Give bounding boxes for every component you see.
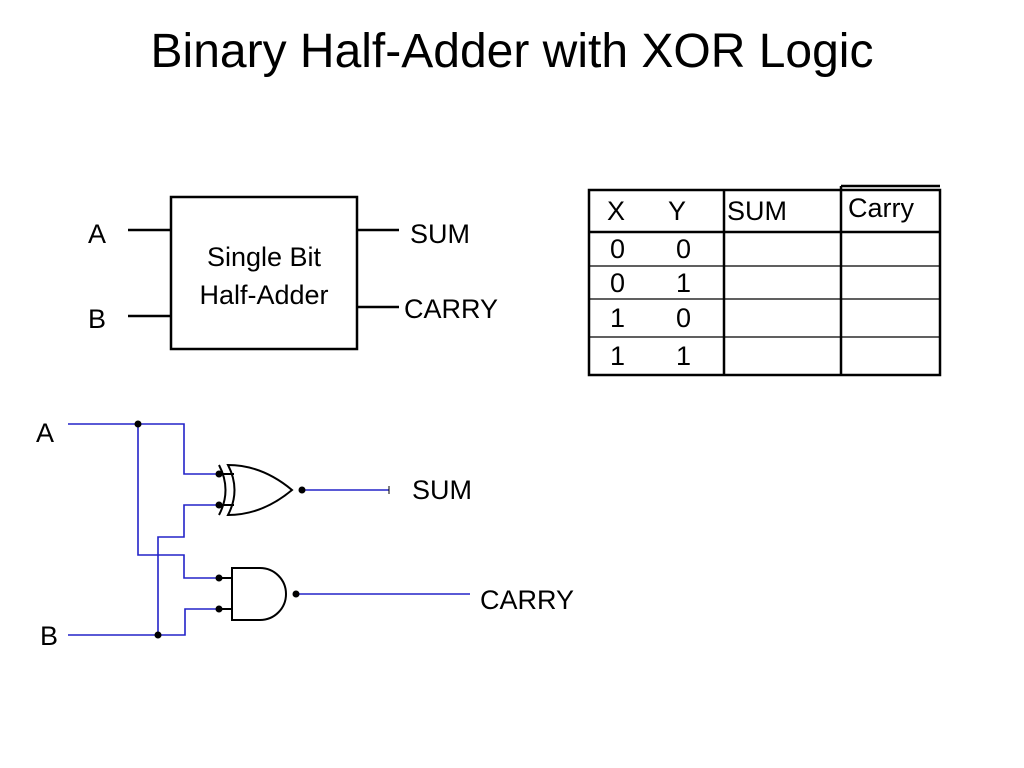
truth-table-cell: 0 — [676, 234, 691, 264]
circuit-junctions — [134, 420, 306, 639]
truth-table-cell: 1 — [610, 341, 625, 371]
circuit-labels: A B SUM CARRY — [36, 418, 574, 651]
wire-b-to-and — [68, 608, 219, 636]
block-input-b-label: B — [88, 304, 106, 334]
truth-table-cell: 1 — [676, 341, 691, 371]
and-body — [231, 567, 287, 621]
block-output-carry-label: CARRY — [404, 294, 498, 324]
circuit-output-sum-label: SUM — [412, 475, 472, 505]
truth-table-cell: 0 — [610, 268, 625, 298]
circuit-input-b-label: B — [40, 621, 58, 651]
truth-table-border — [587, 188, 942, 377]
truth-table-cell: 1 — [610, 303, 625, 333]
truth-table-header-carry: Carry — [848, 193, 914, 223]
circuit-wires — [68, 423, 470, 636]
pin-dot — [292, 590, 300, 598]
truth-table-cell: 0 — [676, 303, 691, 333]
page-title: Binary Half-Adder with XOR Logic — [150, 25, 874, 78]
half-adder-block: Single Bit Half-Adder A B SUM CARRY — [88, 195, 498, 351]
half-adder-box — [169, 195, 359, 351]
pin-dot — [215, 501, 223, 509]
truth-table-cell: 0 — [610, 234, 625, 264]
pin-dot — [215, 574, 223, 582]
truth-table-header-y: Y — [668, 196, 686, 226]
xor-body — [226, 463, 294, 517]
circuit-gates — [218, 463, 294, 621]
xor-extra-arc — [218, 464, 227, 516]
and-gate-icon — [219, 567, 287, 621]
pin-dot — [298, 486, 306, 494]
truth-table — [587, 184, 942, 377]
wire-b-to-xor — [157, 504, 219, 635]
junction-dot — [154, 631, 162, 639]
xor-gate-icon — [218, 463, 294, 517]
junction-dot — [134, 420, 142, 428]
block-input-a-label: A — [88, 219, 106, 249]
truth-table-cell: 1 — [676, 268, 691, 298]
pin-dot — [215, 605, 223, 613]
truth-table-header-x: X — [607, 196, 625, 226]
wire-a-to-and — [137, 424, 219, 579]
pin-dot — [215, 470, 223, 478]
truth-table-header-sum: SUM — [727, 196, 787, 226]
block-label-line1: Single Bit — [207, 242, 322, 272]
circuit-output-carry-label: CARRY — [480, 585, 574, 615]
truth-table-text: X Y SUM Carry 0 0 0 1 1 0 1 1 — [607, 193, 914, 371]
wire-a-to-xor — [68, 423, 219, 475]
block-label-line2: Half-Adder — [199, 280, 328, 310]
block-output-sum-label: SUM — [410, 219, 470, 249]
circuit-input-a-label: A — [36, 418, 54, 448]
